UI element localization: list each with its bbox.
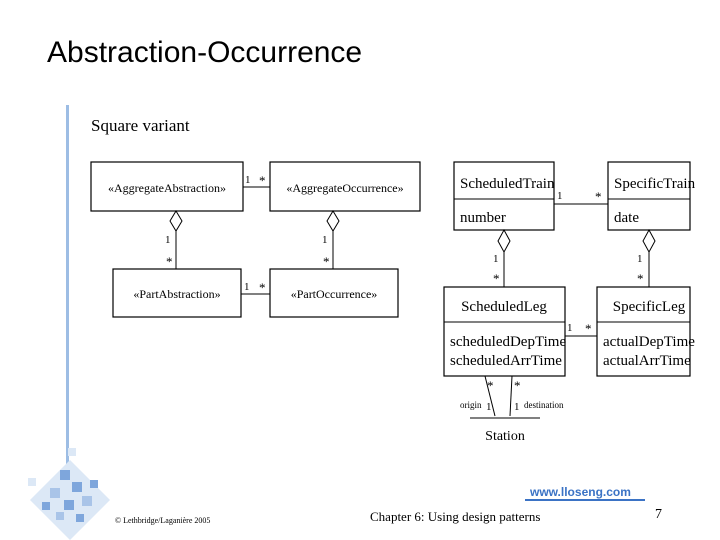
scheduled-train-attr: number bbox=[460, 210, 506, 226]
url-underline bbox=[525, 499, 645, 501]
specific-leg-attr-dep: actualDepTime bbox=[603, 334, 695, 350]
mosaic-tile bbox=[50, 488, 60, 498]
aggregate-occurrence-box bbox=[269, 161, 421, 212]
mult-spec-one: 1 bbox=[637, 253, 643, 265]
mult-bottom-many: * bbox=[259, 280, 266, 295]
mult-dest-one: 1 bbox=[514, 401, 520, 413]
page-number: 7 bbox=[655, 507, 662, 522]
mult-bottom-one: 1 bbox=[244, 281, 250, 293]
mosaic-tile bbox=[68, 448, 76, 456]
scheduled-leg-attr-arr: scheduledArrTime bbox=[450, 353, 562, 369]
station-name: Station bbox=[485, 429, 525, 444]
scheduled-leg-attr-dep: scheduledDepTime bbox=[450, 334, 566, 350]
mult-origin-one: 1 bbox=[486, 401, 492, 413]
scheduled-train-box bbox=[453, 161, 555, 231]
website-url: www.lloseng.com bbox=[530, 485, 631, 499]
mult-right-one: 1 bbox=[322, 234, 328, 246]
mult-train-one: 1 bbox=[557, 190, 563, 202]
mult-sched-many: * bbox=[493, 271, 500, 286]
mosaic-tile bbox=[56, 512, 64, 520]
aggregate-abstraction-box bbox=[90, 161, 244, 212]
scheduled-aggregation-diamond bbox=[497, 228, 511, 254]
mult-top-one: 1 bbox=[245, 174, 251, 186]
mult-dest-many: * bbox=[514, 378, 521, 393]
mult-top-many: * bbox=[259, 173, 266, 188]
mult-right-many: * bbox=[323, 254, 330, 269]
specific-leg-name: SpecificLeg bbox=[613, 299, 686, 315]
mosaic-tile bbox=[90, 480, 98, 488]
mosaic-tile bbox=[64, 500, 74, 510]
copyright-notice: © Lethbridge/Laganière 2005 bbox=[115, 516, 211, 525]
mult-left-one: 1 bbox=[165, 234, 171, 246]
generic-diagram: «AggregateAbstraction» «AggregateOccurre… bbox=[90, 161, 421, 318]
right-aggregation-diamond bbox=[326, 210, 340, 232]
footer-chapter: Chapter 6: Using design patterns bbox=[370, 509, 541, 524]
mosaic-tile bbox=[60, 470, 70, 480]
specific-train-name: SpecificTrain bbox=[614, 176, 696, 192]
accent-vertical-line bbox=[66, 105, 69, 485]
mult-train-many: * bbox=[595, 189, 602, 204]
slide-subtitle: Square variant bbox=[91, 116, 190, 135]
specific-train-box bbox=[607, 161, 691, 231]
scheduled-leg-box bbox=[443, 286, 566, 377]
train-diagram: ScheduledTrain number SpecificTrain date… bbox=[443, 161, 696, 444]
aggregate-abstraction-label: «AggregateAbstraction» bbox=[108, 181, 226, 195]
specific-leg-box bbox=[596, 286, 691, 377]
aggregate-occurrence-label: «AggregateOccurrence» bbox=[286, 181, 403, 195]
mosaic-tile bbox=[82, 496, 92, 506]
role-origin: origin bbox=[460, 400, 482, 410]
specific-leg-attr-arr: actualArrTime bbox=[603, 353, 691, 369]
slide-title: Abstraction-Occurrence bbox=[47, 36, 363, 69]
mosaic-tile bbox=[76, 514, 84, 522]
mult-origin-many: * bbox=[487, 378, 494, 393]
part-occurrence-box bbox=[269, 268, 399, 318]
mult-leg-one: 1 bbox=[567, 322, 573, 334]
mult-left-many: * bbox=[166, 254, 173, 269]
mult-leg-many: * bbox=[585, 321, 592, 336]
origin-association-line bbox=[484, 375, 496, 417]
mosaic-tile bbox=[72, 482, 82, 492]
mult-sched-one: 1 bbox=[493, 253, 499, 265]
scheduled-leg-name: ScheduledLeg bbox=[461, 299, 547, 315]
part-abstraction-box bbox=[112, 268, 242, 318]
role-destination: destination bbox=[524, 400, 564, 410]
left-aggregation-diamond bbox=[169, 210, 183, 232]
scheduled-train-name: ScheduledTrain bbox=[460, 176, 555, 192]
mult-spec-many: * bbox=[637, 271, 644, 286]
destination-association-line bbox=[509, 375, 513, 417]
part-abstraction-label: «PartAbstraction» bbox=[133, 287, 220, 301]
specific-aggregation-diamond bbox=[642, 228, 656, 254]
decorative-mosaic bbox=[28, 448, 110, 540]
mosaic-tile bbox=[28, 478, 36, 486]
mosaic-tile bbox=[42, 502, 50, 510]
specific-train-attr: date bbox=[614, 210, 639, 226]
part-occurrence-label: «PartOccurrence» bbox=[291, 287, 378, 301]
